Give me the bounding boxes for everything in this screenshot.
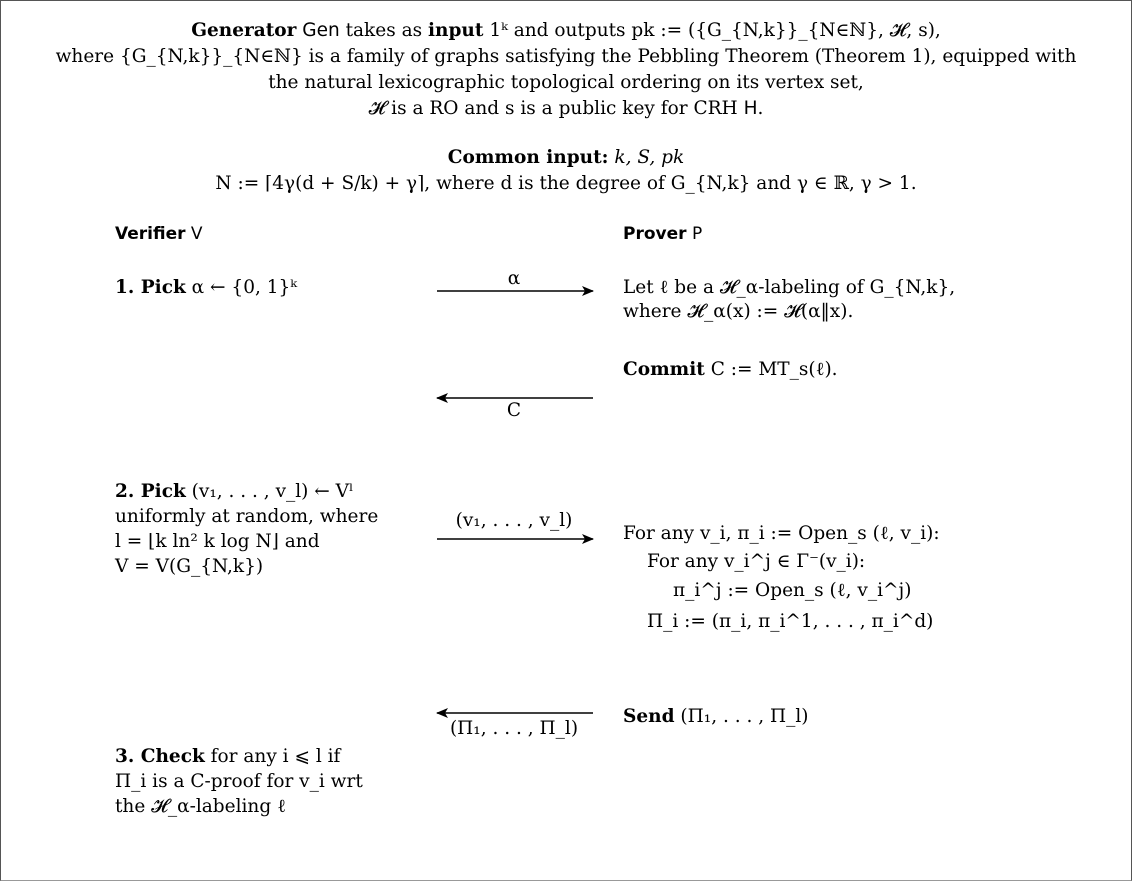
verifier-symbol: V [190, 224, 203, 244]
step3-line1: 3. Check for any i ⩽ l if [115, 746, 340, 767]
step2-text: (v₁, . . . , v_l) ← Vˡ [191, 481, 354, 502]
arrow1-label: α [507, 268, 521, 289]
prover-step2-line3: π_i^j := Open_s (ℓ, v_i^j) [673, 580, 912, 601]
prover-step2-line4: Π_i := (π_i, π_i^1, . . . , π_i^d) [647, 611, 934, 632]
ordering-line: the natural lexicographic topological or… [268, 72, 864, 93]
prover-label: Prover [623, 224, 687, 244]
send-label: Send [623, 706, 675, 727]
verifier-label: Verifier [115, 224, 186, 244]
gen-symbol: Gen [302, 20, 340, 41]
ro-text: 𝓗 is a RO and s is a public key for CRH [368, 98, 738, 119]
step2-line2: uniformly at random, where [115, 506, 379, 527]
prover-commit: Commit C := MT_s(ℓ). [623, 359, 838, 381]
prover-step1-line2: where 𝓗_α(x) := 𝓗(α‖x). [623, 301, 854, 322]
crh-symbol: H [743, 98, 758, 119]
step3-line2: Π_i is a C-proof for v_i wrt [115, 771, 363, 792]
prover-symbol: P [691, 224, 703, 244]
arrow4-label: (Π₁, . . . , Π_l) [449, 718, 579, 739]
arrow3-label: (v₁, . . . , v_l) [455, 510, 573, 531]
graph-family-line: where {G_{N,k}}_{N∈ℕ} is a family of gra… [55, 46, 1077, 67]
step3-text: for any i ⩽ l if [210, 746, 341, 767]
step1-text: α ← {0, 1}ᵏ [191, 277, 298, 298]
verifier-heading: Verifier V [115, 224, 203, 244]
generator-label: Generator [191, 20, 297, 41]
step2-line4: V = V(G_{N,k}) [115, 556, 264, 577]
step2-line1: 2. Pick (v₁, . . . , v_l) ← Vˡ [115, 481, 354, 502]
step3-label: 3. Check [115, 746, 205, 767]
prover-heading: Prover P [623, 224, 702, 244]
common-input-value: k, S, pk [614, 147, 685, 168]
send-text: (Π₁, . . . , Π_l) [680, 706, 809, 727]
takes-as-text: takes as [345, 20, 423, 41]
generator-output: 1ᵏ and outputs pk := ({G_{N,k}}_{N∈ℕ}, 𝓗… [489, 20, 941, 41]
arrow2-label: C [506, 400, 522, 421]
prover-send: Send (Π₁, . . . , Π_l) [623, 706, 809, 727]
common-input-label: Common input: [447, 147, 609, 168]
common-input-line: Common input: k, S, pk [0, 147, 1132, 168]
prover-step2-line2: For any v_i^j ∈ Γ⁻(v_i): [647, 551, 866, 572]
n-formula: N := ⌈4γ(d + S/k) + γ⌉, where d is the d… [215, 173, 917, 194]
step2-label: 2. Pick [115, 481, 186, 502]
commit-label: Commit [623, 359, 705, 380]
step1-label: 1. Pick [115, 277, 186, 298]
ro-end: . [757, 98, 764, 119]
prover-step1-line1: Let ℓ be a 𝓗_α-labeling of G_{N,k}, [623, 277, 956, 298]
ro-line: 𝓗 is a RO and s is a public key for CRH … [0, 98, 1132, 119]
step1-verifier: 1. Pick α ← {0, 1}ᵏ [115, 277, 297, 298]
generator-line: Generator Gen takes as input 1ᵏ and outp… [0, 20, 1132, 41]
step2-line3: l = ⌊k ln² k log N⌋ and [115, 531, 320, 552]
step3-line3: the 𝓗_α-labeling ℓ [115, 796, 286, 817]
input-label: input [428, 20, 484, 41]
commit-text: C := MT_s(ℓ). [710, 359, 838, 380]
prover-step2-line1: For any v_i, π_i := Open_s (ℓ, v_i): [623, 523, 940, 544]
